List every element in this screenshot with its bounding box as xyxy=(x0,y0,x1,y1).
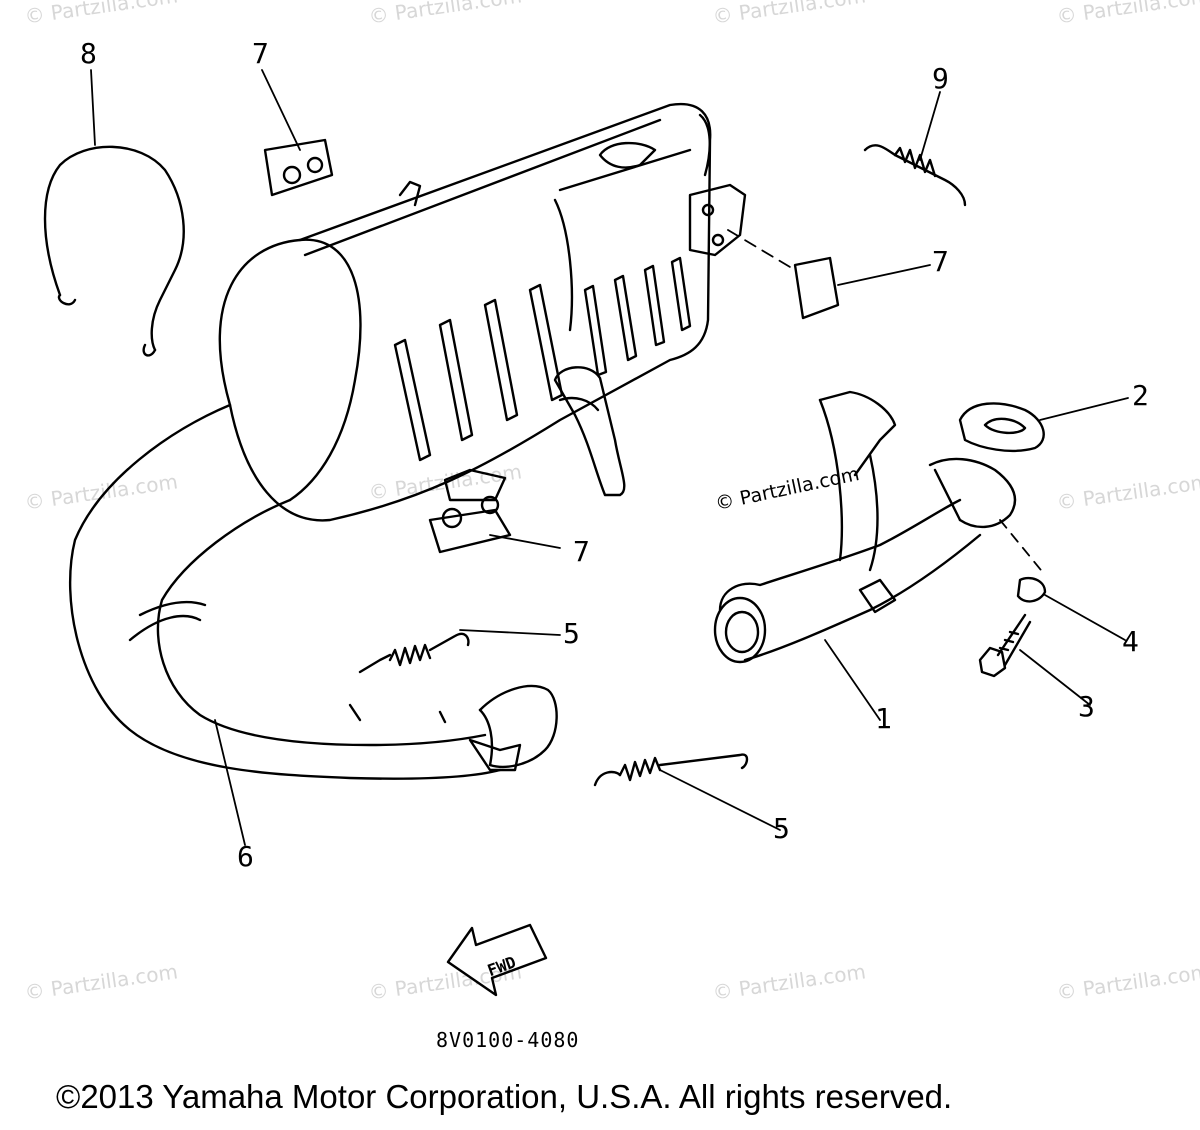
callout-7-bottom: 7 xyxy=(573,535,590,568)
bolt-and-nut xyxy=(978,576,1047,678)
callout-5a: 5 xyxy=(563,617,580,650)
callout-4: 4 xyxy=(1122,625,1139,658)
callout-6: 6 xyxy=(237,840,254,873)
spring-short-5a xyxy=(358,632,470,674)
header-pipe xyxy=(68,403,558,780)
gasket xyxy=(958,402,1045,453)
spring-long xyxy=(43,145,185,357)
callout-1: 1 xyxy=(875,702,892,735)
bracket-clip-top xyxy=(263,138,334,197)
bracket-clip-right xyxy=(793,256,840,320)
callout-7-top: 7 xyxy=(252,37,269,70)
spring-short-5b xyxy=(593,753,749,787)
callout-7-right: 7 xyxy=(932,245,949,278)
callout-8: 8 xyxy=(80,37,97,70)
fwd-arrow-icon xyxy=(446,923,548,997)
fwd-label: FWD xyxy=(485,952,519,980)
copyright: ©2013 Yamaha Motor Corporation, U.S.A. A… xyxy=(56,1078,953,1115)
exhaust-pipe xyxy=(713,390,1017,664)
muffler xyxy=(218,102,747,522)
callout-2: 2 xyxy=(1132,379,1149,412)
leader-lines xyxy=(90,69,1129,846)
spring-short-9 xyxy=(863,144,967,207)
callout-3: 3 xyxy=(1078,690,1095,723)
bracket-clip-bottom xyxy=(428,495,512,554)
callout-9: 9 xyxy=(932,62,949,95)
callout-5b: 5 xyxy=(773,812,790,845)
part-code: 8V0100-4080 xyxy=(436,1028,580,1052)
